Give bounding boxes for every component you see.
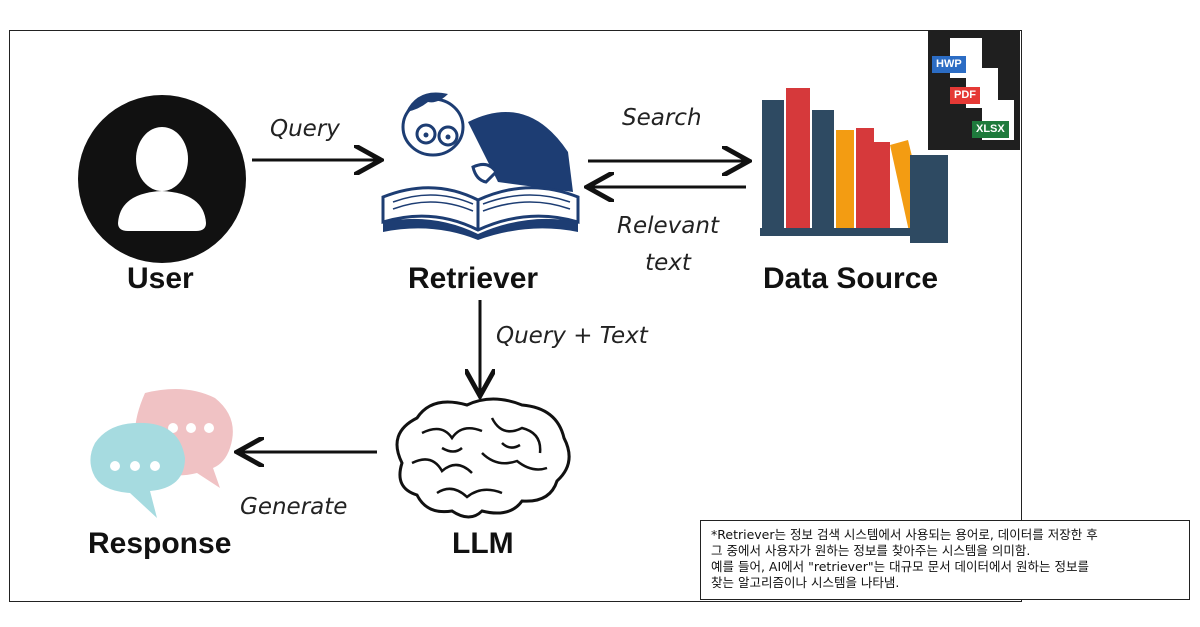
footnote-line: 예를 들어, AI에서 "retriever"는 대규모 문서 데이터에서 원하… (711, 559, 1089, 574)
retriever-reading-icon (381, 92, 580, 240)
edge-label-generate: Generate (240, 494, 348, 520)
user-icon (78, 95, 246, 263)
books-icon (760, 88, 948, 243)
node-label-user: User (127, 262, 194, 295)
footnote-line: 찾는 알고리즘이나 시스템을 나타냄. (711, 575, 900, 590)
retriever-footnote: *Retriever는 정보 검색 시스템에서 사용되는 용어로, 데이터를 저… (700, 520, 1190, 600)
footnote-line: *Retriever는 정보 검색 시스템에서 사용되는 용어로, 데이터를 저… (711, 527, 1098, 542)
node-label-retriever: Retriever (408, 262, 539, 295)
xlsx-file-icon: XLSX (972, 121, 1009, 138)
node-label-data-source: Data Source (763, 262, 939, 295)
node-label-llm: LLM (452, 527, 514, 560)
hwp-file-icon: HWP (932, 56, 966, 73)
footnote-line: 그 중에서 사용자가 원하는 정보를 찾아주는 시스템을 의미함. (711, 543, 1031, 558)
edge-label-query: Query (270, 116, 340, 142)
chat-bubbles-icon (90, 389, 233, 518)
file-types-panel: HWP PDF XLSX (928, 30, 1020, 150)
edge-label-relevant-text: Relevant text (608, 208, 728, 282)
edge-label-relevant-text-line2: text (645, 250, 691, 276)
edge-label-query-text: Query + Text (496, 323, 648, 349)
pdf-file-icon: PDF (950, 87, 980, 104)
edge-label-relevant-text-line1: Relevant (617, 213, 719, 239)
node-label-response: Response (88, 527, 232, 560)
edge-label-search: Search (622, 105, 702, 131)
brain-icon (395, 397, 571, 519)
